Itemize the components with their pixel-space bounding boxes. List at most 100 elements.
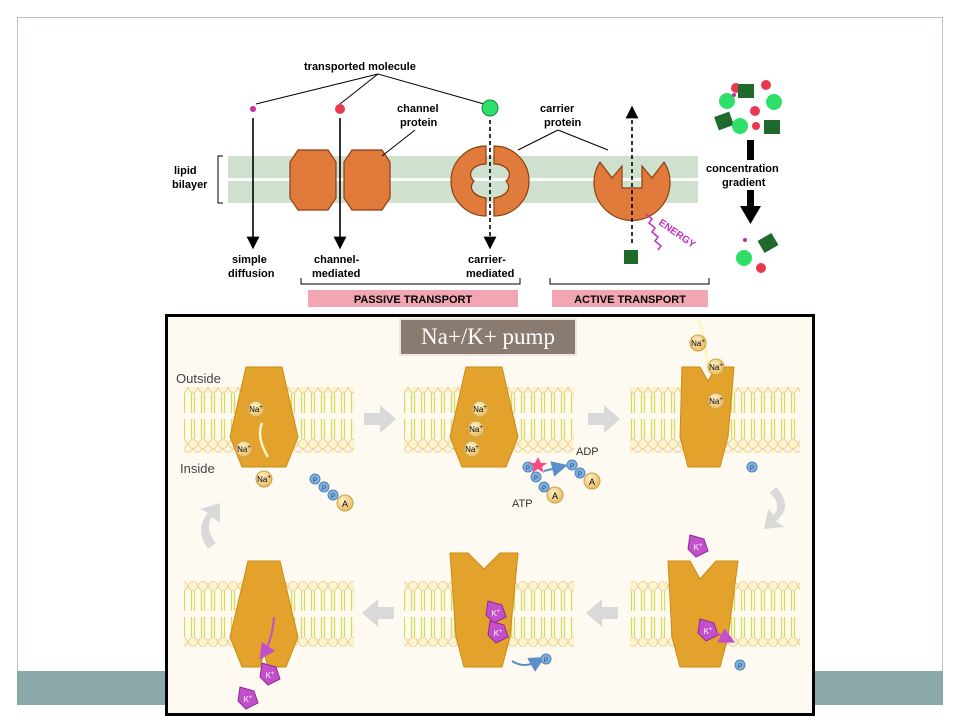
pump-cycle-panel: Outside Inside Na+ Na+ Na+ P P P A Na+ N… [165,314,815,716]
channel-protein-label-2: protein [400,117,438,129]
phosphate [318,481,330,493]
channel-mediated-label-2: mediated [312,268,360,280]
membrane-transport-diagram: lipid bilayer transported molecule simpl… [168,38,796,310]
phosphate [538,481,550,493]
na-ion [255,470,273,488]
pump-cycle-diagram: Outside Inside Na+ Na+ Na+ P P P A Na+ N… [176,317,800,710]
gradient-arrow-shaft [747,140,754,160]
gradient-particle [761,80,771,90]
cycle-arrow-4-to-5 [586,599,618,627]
gradient-arrow-head [740,206,761,224]
phosphate [327,489,339,501]
pump-protein-step-6 [229,560,299,668]
passive-bracket [300,278,521,285]
carrier-protein-right [493,145,530,217]
gradient-particle [766,94,782,110]
k-label: K+ [492,609,501,618]
na-entry-arrow [258,422,270,458]
phosphate [574,467,586,479]
carrier-molecule-green [481,99,499,117]
na-ion [463,440,481,458]
molecule-pointer-lines [255,73,485,105]
na-label: Na+ [709,397,723,406]
cycle-arrow-6-to-1 [200,503,220,549]
adenosine [336,494,354,512]
na-label: Na+ [257,475,271,484]
phosphate [530,471,542,483]
k-ion [237,686,259,710]
k-ion [259,662,281,686]
phosphate-label: P [738,664,742,670]
cycle-arrow-2-to-3 [588,405,620,433]
phosphate-label: P [578,472,582,478]
concentration-gradient-label-1: concentration [706,163,779,175]
k-label: K+ [266,671,275,680]
channel-protein-label-1: channel [397,103,439,115]
phosphate-label: P [322,486,326,492]
carrier-protein-left [450,145,487,217]
outside-label: Outside [176,371,221,386]
na-ion [235,440,253,458]
phosphate-label: P [526,466,530,472]
gradient-particle [756,263,766,273]
phosphate-label: P [534,476,538,482]
na-label: Na+ [709,363,723,372]
na-ion [707,358,725,376]
adenosine [546,486,564,504]
na-label: Na+ [237,445,251,454]
phosphate [540,653,552,665]
k-ion [697,618,719,642]
pump-protein-step-4 [667,560,739,668]
gradient-particle [743,238,747,242]
phosphate-label: P [570,464,574,470]
small-molecule-dot [250,106,256,112]
pump-protein-step-3 [679,366,735,468]
k-release-arrow [259,616,276,660]
carrier-protein-label-2: protein [544,117,582,129]
phosphate [522,461,534,473]
lipid-bilayer-label-1: lipid [174,165,197,177]
k-label: K+ [244,695,253,704]
passive-transport-badge [308,290,518,307]
gradient-particle [764,120,780,134]
na-label: Na+ [465,445,479,454]
channel-mediated-label-1: channel- [314,254,360,266]
gradient-arrow-shaft-lower [747,190,754,206]
energy-wave [645,213,663,251]
gradient-particle [738,84,754,98]
energy-label: ENERGY [656,217,697,250]
channel-molecule-red [335,104,345,114]
na-label: Na+ [473,405,487,414]
bilayer-bracket [217,155,223,204]
phosphorylation-burst [529,457,547,473]
gradient-particle [736,250,752,266]
k-label: K+ [704,627,713,636]
na-ion [467,420,485,438]
gradient-particle [732,118,748,134]
gradient-particle [750,106,760,116]
adp-release-arrow [543,461,568,477]
phosphate-label: P [542,486,546,492]
pump-protein-step-2 [449,366,519,468]
active-transport-badge [552,290,708,307]
carrier-mediated-label-1: carrier- [468,254,506,266]
na-ion [689,334,707,352]
phosphate-label: P [750,466,754,472]
carrier-protein-label-1: carrier [540,103,575,115]
pump-title: Na+/K+ pump [399,318,577,356]
adenosine-label: A [342,499,348,509]
gradient-particle [757,232,779,254]
cycle-arrow-5-to-6 [362,599,394,627]
cycle-arrow-3-to-4 [764,487,785,529]
na-label: Na+ [469,425,483,434]
adp-label: ADP [576,446,599,458]
cycle-arrow-1-to-2 [364,405,396,433]
gradient-particle [732,93,736,97]
k-entry-arrow [711,628,736,643]
gradient-particle [719,93,735,109]
phosphate-label: P [313,478,317,484]
k-label: K+ [694,543,703,552]
pump-protein-step-5 [449,552,519,668]
na-label: Na+ [249,405,263,414]
transported-molecule-label: transported molecule [304,61,416,73]
